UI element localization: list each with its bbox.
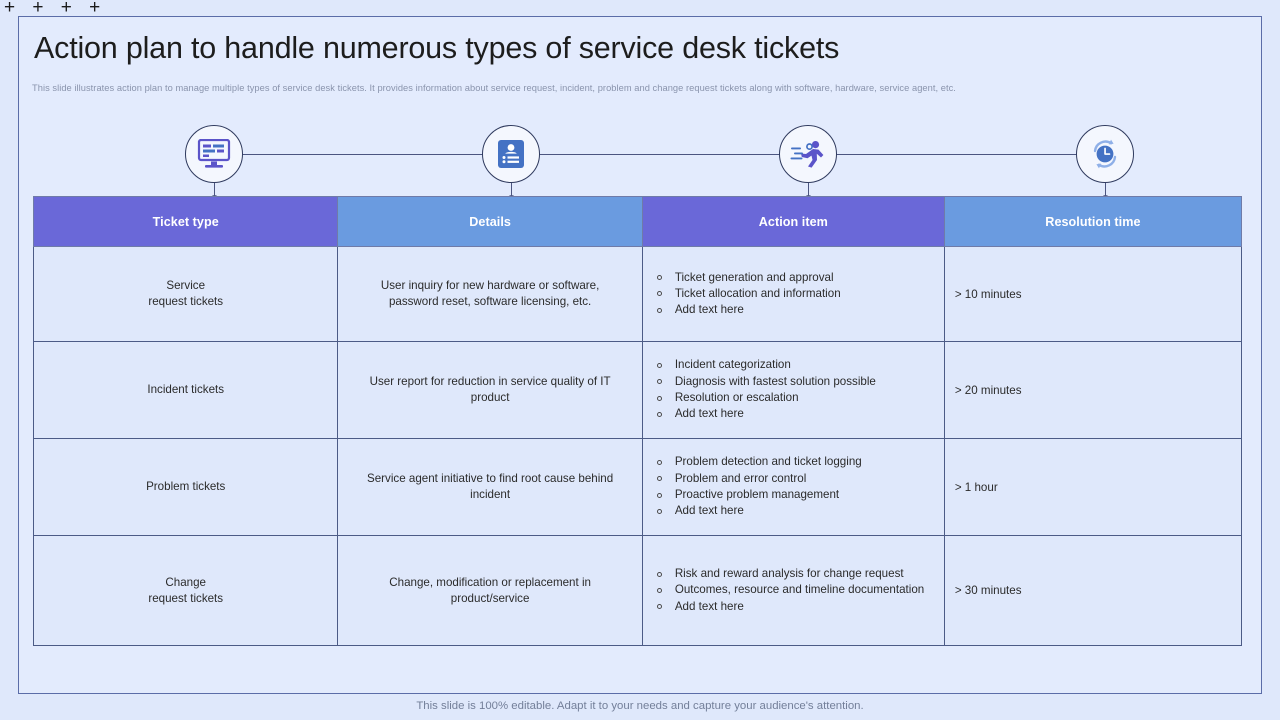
timeline-node-3[interactable] xyxy=(749,117,869,207)
column-header-3[interactable]: Action item xyxy=(641,196,945,247)
action-item: Proactive problem management xyxy=(653,487,934,503)
timeline-stem xyxy=(214,183,215,197)
timeline-node-2[interactable] xyxy=(452,117,572,207)
timeline-stem xyxy=(511,183,512,197)
cell-ticket-type: Incident tickets xyxy=(32,341,339,439)
action-item: Ticket allocation and information xyxy=(653,286,934,302)
action-item: Risk and reward analysis for change requ… xyxy=(653,566,934,582)
column-header-1[interactable]: Ticket type xyxy=(32,196,339,247)
page-subtitle: This slide illustrates action plan to ma… xyxy=(32,83,956,93)
action-item: Diagnosis with fastest solution possible xyxy=(653,374,934,390)
action-item: Resolution or escalation xyxy=(653,390,934,406)
cell-resolution-time: > 30 minutes xyxy=(943,535,1243,646)
timeline xyxy=(19,117,1263,207)
timeline-node-4[interactable] xyxy=(1046,117,1166,207)
column-header-label: Action item xyxy=(758,214,828,229)
timeline-icon-circle xyxy=(779,125,837,183)
timeline-node-1[interactable] xyxy=(155,117,275,207)
column-header-label: Resolution time xyxy=(1045,214,1141,229)
action-item: Ticket generation and approval xyxy=(653,270,934,286)
slide-frame: Action plan to handle numerous types of … xyxy=(18,16,1262,694)
timeline-stem xyxy=(1105,183,1106,197)
column-header-label: Details xyxy=(469,214,511,229)
cell-details: User inquiry for new hardware or softwar… xyxy=(337,246,643,342)
action-item: Incident categorization xyxy=(653,357,934,373)
action-item: Add text here xyxy=(653,406,934,422)
timeline-icon-circle xyxy=(482,125,540,183)
slide-footer: This slide is 100% editable. Adapt it to… xyxy=(416,700,864,712)
column-header-2[interactable]: Details xyxy=(337,196,643,247)
timeline-connector-line xyxy=(197,154,1089,155)
id-card-list-icon xyxy=(496,138,526,170)
column-header-label: Ticket type xyxy=(152,214,219,229)
cell-details: User report for reduction in service qua… xyxy=(337,341,643,439)
timeline-icon-circle xyxy=(1076,125,1134,183)
action-item: Outcomes, resource and timeline document… xyxy=(653,582,934,598)
timeline-stem xyxy=(808,183,809,197)
column-header-4[interactable]: Resolution time xyxy=(943,196,1243,247)
action-item: Add text here xyxy=(653,503,934,519)
table-header-row: Ticket type Details Action item Resolution … xyxy=(32,196,1243,247)
timeline-icon-circle xyxy=(185,125,243,183)
cell-resolution-time: > 10 minutes xyxy=(943,246,1243,342)
cell-action-item: Risk and reward analysis for change requ… xyxy=(641,535,945,646)
action-item: Problem detection and ticket logging xyxy=(653,454,934,470)
clock-refresh-icon xyxy=(1089,138,1121,170)
cell-resolution-time: > 20 minutes xyxy=(943,341,1243,439)
cell-details: Service agent initiative to find root ca… xyxy=(337,438,643,536)
cell-resolution-time: > 1 hour xyxy=(943,438,1243,536)
action-item: Add text here xyxy=(653,302,934,318)
table-header: Ticket type Details Action item Resolution … xyxy=(32,196,1243,247)
cell-ticket-type: Problem tickets xyxy=(32,438,339,536)
crop-marks: + + + + xyxy=(4,0,107,18)
action-item: Problem and error control xyxy=(653,471,934,487)
action-item-list: Risk and reward analysis for change requ… xyxy=(653,566,934,615)
action-item: Add text here xyxy=(653,599,934,615)
running-person-icon xyxy=(790,140,826,168)
page-title: Action plan to handle numerous types of … xyxy=(34,31,840,65)
desktop-monitor-icon xyxy=(197,139,231,169)
